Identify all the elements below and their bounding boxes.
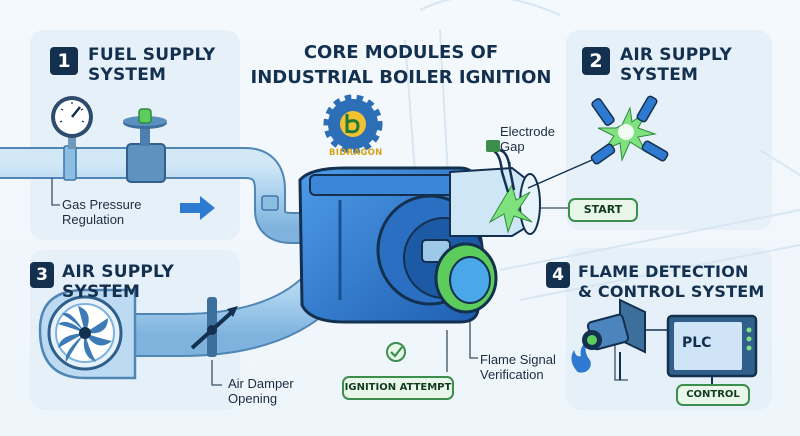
- panel-title-3: AIR SUPPLY SYSTEM: [62, 262, 174, 302]
- ignition-attempt-badge: IGNITION ATTEMPT: [342, 376, 454, 400]
- flame-signal-label: Flame Signal Verification: [480, 352, 556, 382]
- panel-number-1: 1: [50, 47, 78, 75]
- panel-title-2: AIR SUPPLY SYSTEM: [620, 45, 732, 85]
- plc-screen-text: PLC: [682, 335, 712, 351]
- main-title: CORE MODULES OF INDUSTRIAL BOILER IGNITI…: [250, 42, 552, 88]
- burner-assembly: [298, 140, 541, 324]
- check-icon: [386, 342, 406, 362]
- pressure-gauge-icon: [51, 96, 93, 149]
- damper-icon: [190, 297, 238, 357]
- panel-number-2: 2: [582, 47, 610, 75]
- start-badge: START: [568, 198, 638, 222]
- spark-icon: [527, 95, 669, 189]
- panel-title-1: FUEL SUPPLY SYSTEM: [88, 45, 216, 85]
- fuel-pipe: [0, 145, 330, 244]
- plc-monitor-icon: [666, 314, 758, 384]
- logo-text: BIDRAGON: [329, 148, 383, 158]
- gas-pressure-label: Gas Pressure Regulation: [62, 197, 142, 227]
- arrow-right-icon: [180, 196, 215, 220]
- panel-number-3: 3: [30, 262, 54, 288]
- control-badge: CONTROL: [676, 384, 750, 406]
- panel-number-4: 4: [546, 262, 570, 288]
- valve-icon: [123, 108, 167, 183]
- camera-sensor-icon: [582, 298, 668, 380]
- electrode-gap-label: Electrode Gap: [500, 124, 555, 154]
- air-damper-label: Air Damper Opening: [228, 376, 294, 406]
- fan-icon: [38, 288, 137, 380]
- panel-title-4: FLAME DETECTION & CONTROL SYSTEM: [578, 262, 765, 301]
- flame-icon: [571, 342, 591, 373]
- gear-logo-icon: [323, 94, 383, 154]
